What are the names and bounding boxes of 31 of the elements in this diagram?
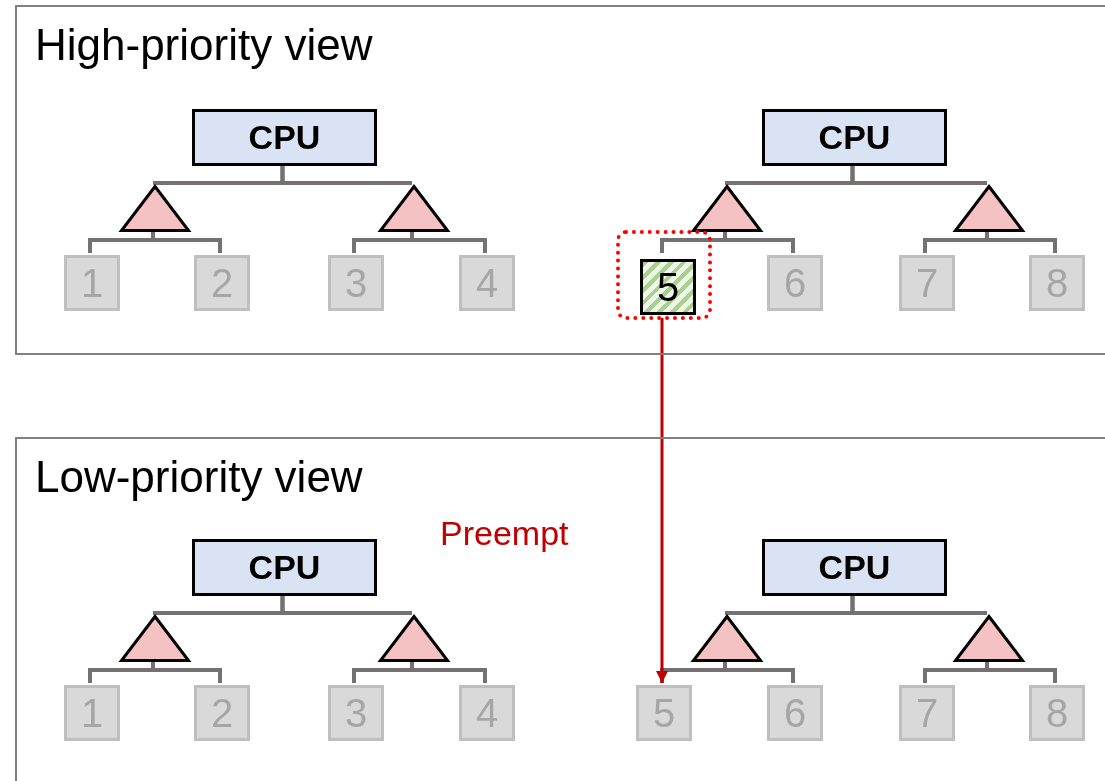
- triangle-symbol: [379, 615, 449, 662]
- connector-line: [410, 660, 487, 683]
- highlighted-box: 5: [640, 259, 696, 315]
- panel-title: High-priority view: [35, 21, 373, 70]
- triangle-symbol: [692, 615, 762, 662]
- cpu-box: CPU: [192, 539, 377, 596]
- triangle-symbol: [120, 185, 190, 232]
- connector-line: [723, 660, 795, 683]
- triangle-symbol: [954, 185, 1024, 232]
- cpu-box: CPU: [762, 539, 947, 596]
- connector-line: [410, 230, 487, 253]
- connector-line: [280, 164, 414, 185]
- cpu-box: CPU: [192, 109, 377, 166]
- cpu-box: CPU: [762, 109, 947, 166]
- connector-line: [280, 594, 414, 615]
- connector-line: [850, 164, 989, 185]
- connector-line: [151, 230, 222, 253]
- triangle-symbol: [379, 185, 449, 232]
- arrow: [656, 318, 668, 683]
- dotted-outline: [616, 230, 712, 320]
- connector-line: [151, 660, 222, 683]
- connector-line: [850, 594, 989, 615]
- triangle-symbol: [120, 615, 190, 662]
- view-panel: [15, 5, 1105, 355]
- connector-line: [723, 230, 795, 253]
- view-panel: [15, 437, 1105, 781]
- connector-line: [985, 230, 1057, 253]
- triangle-symbol: [954, 615, 1024, 662]
- triangle-symbol: [692, 185, 762, 232]
- connector-line: [985, 660, 1057, 683]
- panel-title: Low-priority view: [35, 453, 363, 502]
